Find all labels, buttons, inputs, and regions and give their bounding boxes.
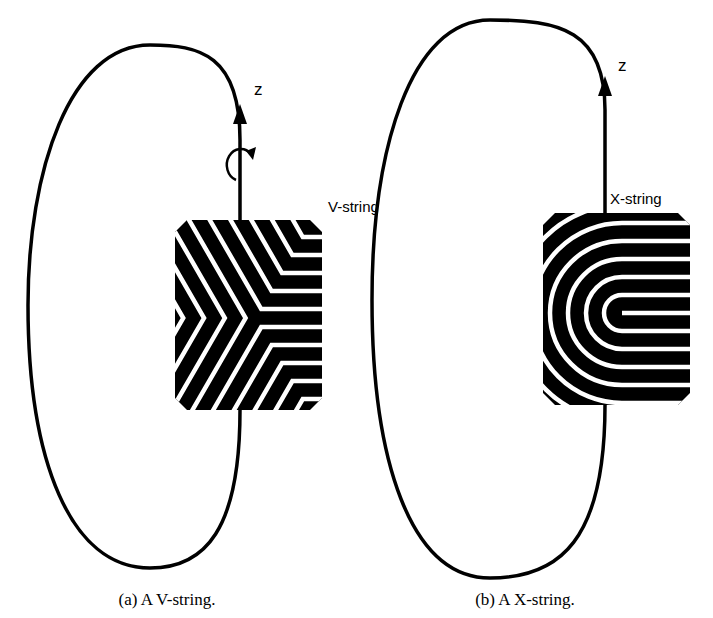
figure-caption: (b) A X-string. [475,590,575,610]
domain-stripe [204,453,594,618]
domain-stripe [53,93,183,543]
domain-stripe [586,277,700,349]
domain-stripe [173,12,563,237]
domain-stripe [532,223,700,403]
domain-stripe [622,311,700,316]
axis-label: z [254,80,263,100]
domain-stripe [550,241,700,385]
domain-stripe [152,363,542,588]
domain-stripe [568,259,700,367]
domain-stripe [204,0,594,183]
domain-stripe [162,30,552,255]
domain-stripe [152,48,542,273]
domain-stripe [514,205,700,421]
domain-stripe [142,66,532,291]
direction-arrowhead [233,104,247,124]
rotation-arrow [227,149,251,180]
axis-label: z [618,56,627,76]
v-string-patch [0,0,604,618]
string-label: X-string [610,190,662,207]
domain-stripe [142,345,532,570]
domain-stripe [162,381,552,606]
figure-caption: (a) A V-string. [119,590,216,610]
domain-stripe [496,187,700,439]
x-string-patch [496,187,700,439]
domain-stripe [173,399,563,618]
rotation-arrowhead [246,147,256,160]
domain-stripe [131,84,521,309]
domain-stripe [12,93,142,543]
domain-stripe [183,417,573,618]
domain-stripe [183,0,573,219]
direction-arrowhead [598,76,612,96]
domain-stripe [0,93,79,543]
domain-stripe [131,327,521,552]
domain-stripe [0,93,100,543]
domain-stripe [194,0,584,201]
domain-stripe [0,93,121,543]
string-label: V-string [328,198,379,215]
domain-stripe [32,93,162,543]
domain-stripe [214,471,604,618]
domain-stripe [604,295,700,331]
